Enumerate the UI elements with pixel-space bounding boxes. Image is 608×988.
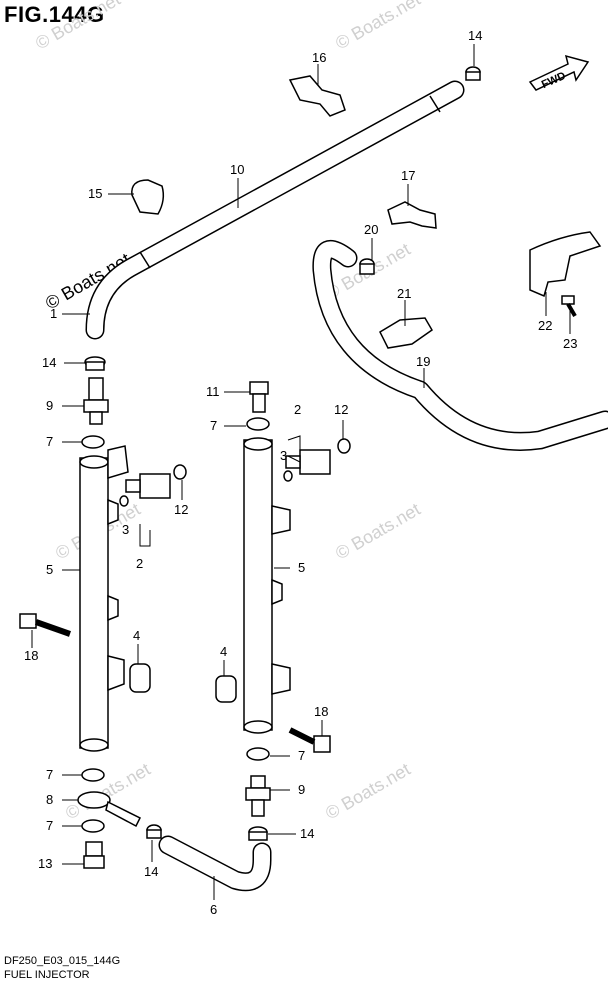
callout-23: 23	[563, 336, 577, 351]
figure-code: DF250_E03_015_144G	[4, 955, 121, 967]
bolt-18-left	[19, 613, 71, 637]
hose-clamp-14-bottom	[146, 824, 268, 841]
callout-16: 16	[312, 50, 326, 65]
injector-left	[119, 464, 187, 507]
callout-7: 7	[46, 434, 53, 449]
hose-clamp-14-top	[465, 66, 481, 81]
callout-17: 17	[401, 168, 415, 183]
clip-17	[387, 201, 437, 229]
callout-21: 21	[397, 286, 411, 301]
bolt-18-right	[288, 727, 331, 753]
callout-15: 15	[88, 186, 102, 201]
callout-7: 7	[46, 767, 53, 782]
callout-3: 3	[280, 448, 287, 463]
callout-5: 5	[298, 560, 305, 575]
callout-12: 12	[174, 502, 188, 517]
fuel-hose-6	[158, 835, 272, 892]
callout-14: 14	[300, 826, 314, 841]
watermark: © Boats.net	[32, 0, 124, 53]
fuel-rail-right	[243, 437, 291, 734]
fitting-9-left	[83, 377, 109, 425]
watermark: © Boats.net	[62, 759, 154, 823]
callout-14: 14	[468, 28, 482, 43]
hose-clamp-20	[359, 258, 375, 275]
fwd-arrow: FWD	[528, 54, 590, 91]
watermark: © Boats.net	[332, 0, 424, 53]
callout-14: 14	[144, 864, 158, 879]
callout-22: 22	[538, 318, 552, 333]
callout-2: 2	[136, 556, 143, 571]
callout-11: 11	[206, 384, 220, 399]
callout-2: 2	[294, 402, 301, 417]
bolt-11	[249, 381, 269, 413]
callout-5: 5	[46, 562, 53, 577]
union-8	[77, 791, 142, 828]
callout-19: 19	[416, 354, 430, 369]
callout-14: 14	[42, 355, 56, 370]
callout-20: 20	[364, 222, 378, 237]
bracket-22	[529, 231, 602, 298]
hose-clamp-14-left	[84, 356, 106, 371]
fuel-rail-left	[79, 445, 129, 752]
fuel-hose-top	[85, 80, 465, 340]
leader-lines	[31, 44, 571, 900]
callout-7: 7	[210, 418, 217, 433]
callout-12: 12	[334, 402, 348, 417]
clip-15	[131, 179, 165, 215]
callout-10: 10	[230, 162, 244, 177]
callout-18: 18	[314, 704, 328, 719]
figure-title: FIG.144G	[4, 2, 105, 27]
callout-6: 6	[210, 902, 217, 917]
fitting-9-right	[245, 775, 271, 817]
callout-18: 18	[24, 648, 38, 663]
callout-labels: 14 16 10 15 17 20 22 23 21 19 1 14 9 11 …	[24, 28, 577, 917]
callout-4: 4	[220, 644, 227, 659]
callout-4: 4	[133, 628, 140, 643]
injector-right	[283, 438, 351, 482]
callout-3: 3	[122, 522, 129, 537]
callout-9: 9	[298, 782, 305, 797]
washers-7	[81, 417, 270, 833]
clip-21	[379, 317, 433, 349]
watermark: © Boats.net	[322, 759, 414, 823]
clip-16	[288, 75, 346, 117]
callout-8: 8	[46, 792, 53, 807]
callout-13: 13	[38, 856, 52, 871]
callout-1: 1	[50, 306, 57, 321]
bolt-23	[561, 295, 577, 318]
callout-7: 7	[298, 748, 305, 763]
fwd-label: FWD	[540, 70, 568, 91]
figure-name: FUEL INJECTOR	[4, 969, 90, 981]
figure-footer: DF250_E03_015_144G FUEL INJECTOR	[4, 954, 120, 982]
bolt-13	[83, 841, 105, 869]
rubber-mount-4	[129, 663, 237, 703]
watermark: © Boats.net	[332, 499, 424, 563]
callout-7: 7	[46, 818, 53, 833]
fuel-hose-19	[312, 240, 608, 451]
callout-9: 9	[46, 398, 53, 413]
